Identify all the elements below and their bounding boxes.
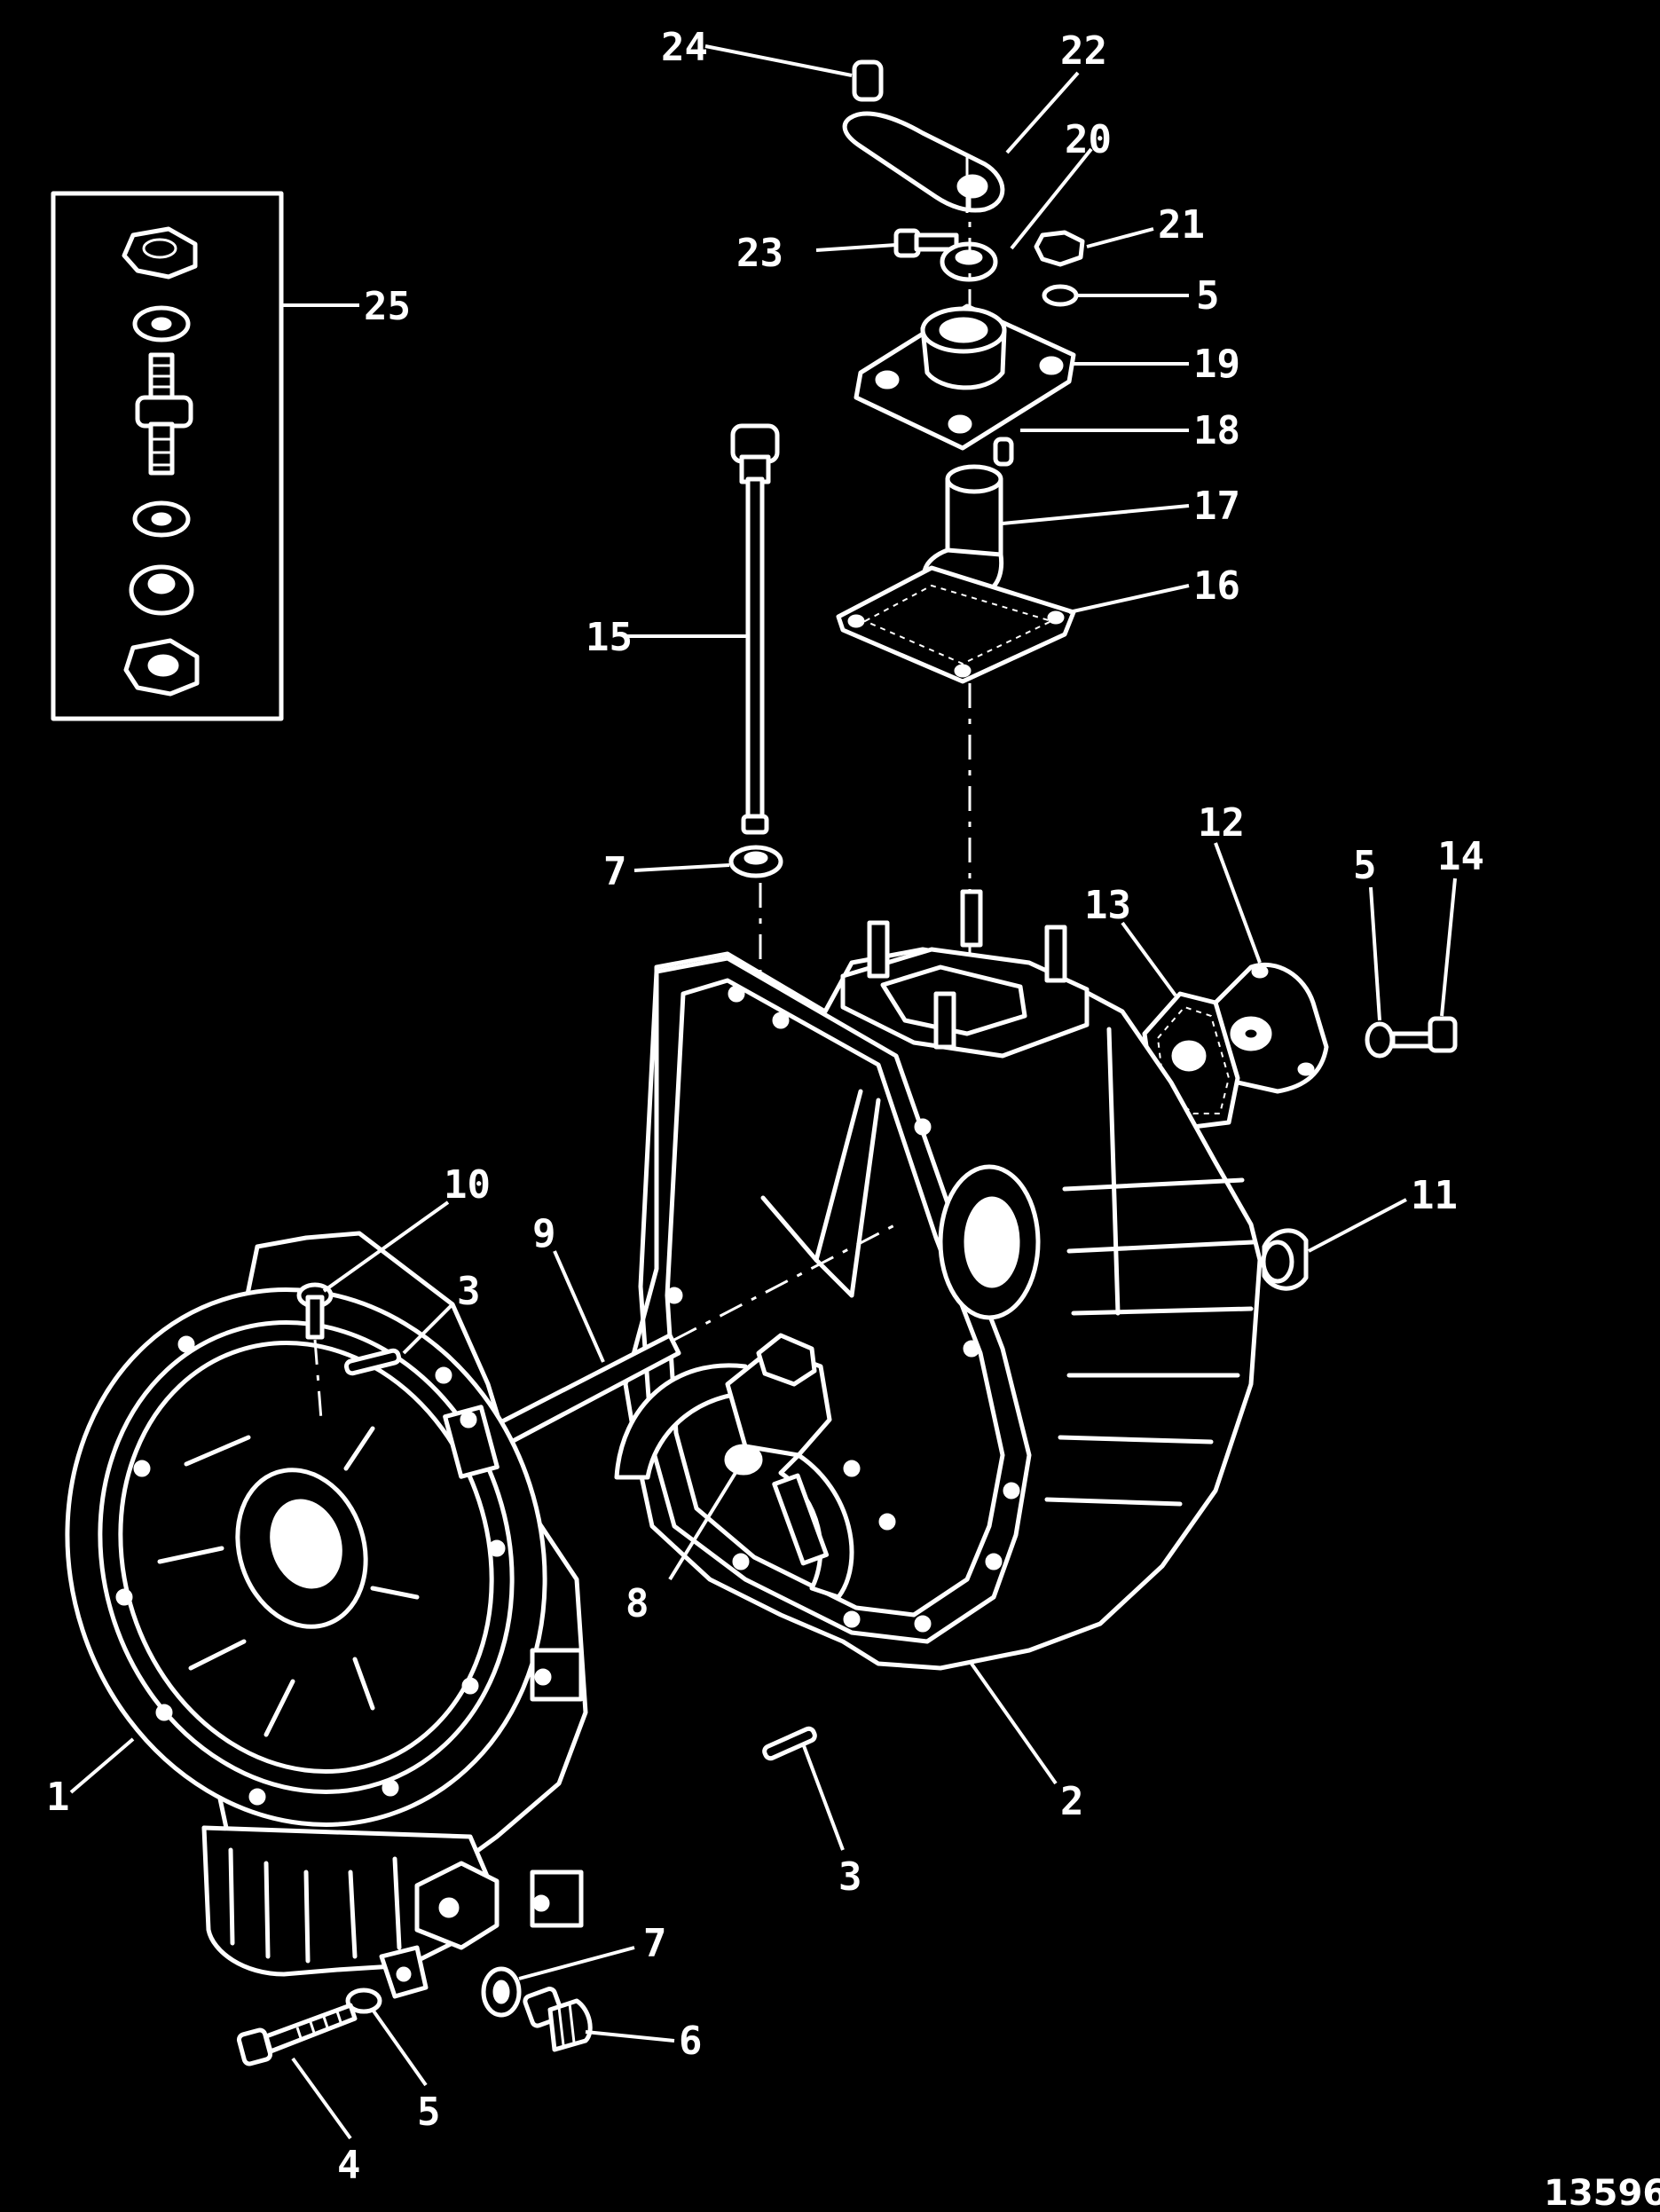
kit-nut-icon — [123, 638, 200, 697]
callout-10: 10 — [444, 1162, 491, 1208]
callout-15: 15 — [586, 615, 633, 660]
callout-19: 19 — [1193, 342, 1240, 387]
callout-20: 20 — [1065, 117, 1112, 162]
callout-12: 12 — [1198, 800, 1245, 846]
bolt-23 — [893, 228, 959, 258]
kit-nut-icon — [122, 226, 198, 279]
callout-3-lower: 3 — [838, 1854, 862, 1900]
hardware-kit-group — [51, 191, 284, 721]
bolt-10 — [296, 1282, 334, 1340]
dowel-pin-3-lower — [762, 1726, 817, 1761]
callout-3-upper: 3 — [457, 1269, 481, 1314]
callout-25: 25 — [364, 284, 411, 329]
callout-21: 21 — [1158, 202, 1205, 248]
callout-7-upper: 7 — [603, 849, 627, 894]
callout-16: 16 — [1193, 563, 1240, 609]
callout-11: 11 — [1411, 1173, 1458, 1218]
callout-18: 18 — [1193, 408, 1240, 453]
bell-housing-1 — [65, 1231, 588, 1999]
dipstick-15 — [730, 423, 780, 835]
kit-bushing-icon — [129, 564, 194, 616]
callout-5-side: 5 — [1353, 843, 1377, 888]
kit-stud-icon — [135, 352, 193, 476]
plug-11 — [1261, 1228, 1309, 1291]
callout-9: 9 — [532, 1211, 556, 1256]
dowel-pin-3-upper — [343, 1348, 402, 1376]
shift-lever-assembly — [842, 59, 1085, 307]
cover-plate-19 — [854, 303, 1076, 451]
bolt-14 — [1390, 1016, 1458, 1053]
pin-24 — [852, 59, 884, 102]
callout-2: 2 — [1060, 1779, 1084, 1824]
bolt-4 — [236, 2003, 358, 2066]
callout-5-upper: 5 — [1196, 273, 1220, 319]
callout-13: 13 — [1084, 883, 1131, 928]
callout-23: 23 — [736, 231, 783, 276]
lock-washer-5 — [1042, 284, 1079, 307]
lock-washer-5-side — [1365, 1021, 1395, 1059]
callout-7-lower: 7 — [643, 1921, 667, 1966]
lock-washer-5-lower — [345, 1988, 382, 2014]
callout-22: 22 — [1060, 28, 1107, 74]
gasket-16 — [836, 565, 1076, 684]
shift-fork-8 — [614, 1333, 854, 1600]
callout-1: 1 — [46, 1775, 70, 1820]
drain-plug-6 — [523, 1987, 593, 2052]
callout-14: 14 — [1437, 834, 1484, 879]
callout-6: 6 — [679, 2019, 703, 2064]
callout-24: 24 — [661, 25, 708, 70]
callout-17: 17 — [1193, 484, 1240, 529]
callout-4: 4 — [337, 2143, 361, 2188]
nut-21 — [1034, 230, 1085, 267]
seal-18 — [993, 437, 1014, 467]
figure-number: 13596 — [1544, 2173, 1660, 2212]
callout-5-lower: 5 — [417, 2090, 441, 2135]
callout-8: 8 — [625, 1581, 649, 1626]
side-cover-12 — [1210, 962, 1329, 1094]
hardware-kit-box — [51, 191, 284, 721]
